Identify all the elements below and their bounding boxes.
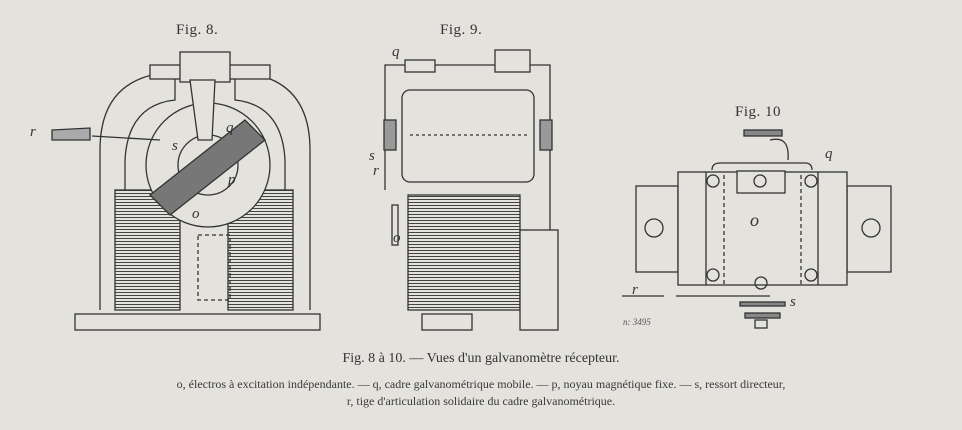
fig10-label-o: o <box>750 210 759 230</box>
fig8-label-o: o <box>192 206 200 222</box>
fig9-label-q: q <box>392 44 400 60</box>
fig9-label-o: o <box>393 230 401 246</box>
fig9-label-s: s <box>369 148 375 164</box>
fig10-label-q: q <box>825 146 833 162</box>
figure-caption: Fig. 8 à 10. — Vues d'un galvanomètre ré… <box>342 351 620 366</box>
legend-line-1: o, électros à excitation indépendante. —… <box>176 377 786 391</box>
fig9-drawing <box>383 49 559 331</box>
fig8-drawing <box>51 51 321 331</box>
fig8-title: Fig. 8. <box>176 22 219 38</box>
fig8-label-p: p <box>228 172 236 188</box>
plate-number: n: 3495 <box>623 317 651 327</box>
fig8-label-r: r <box>30 124 36 140</box>
fig10-label-r: r <box>632 282 638 298</box>
fig8-label-q: q <box>226 120 234 136</box>
fig10-drawing <box>622 129 892 329</box>
fig10-label-s: s <box>790 294 796 310</box>
fig8-label-s: s <box>172 138 178 154</box>
fig9-title: Fig. 9. <box>440 22 483 38</box>
fig9-label-r: r <box>373 163 379 179</box>
legend-line-2: r, tige d'articulation solidaire du cadr… <box>346 394 616 408</box>
fig10-title: Fig. 10 <box>735 104 782 120</box>
